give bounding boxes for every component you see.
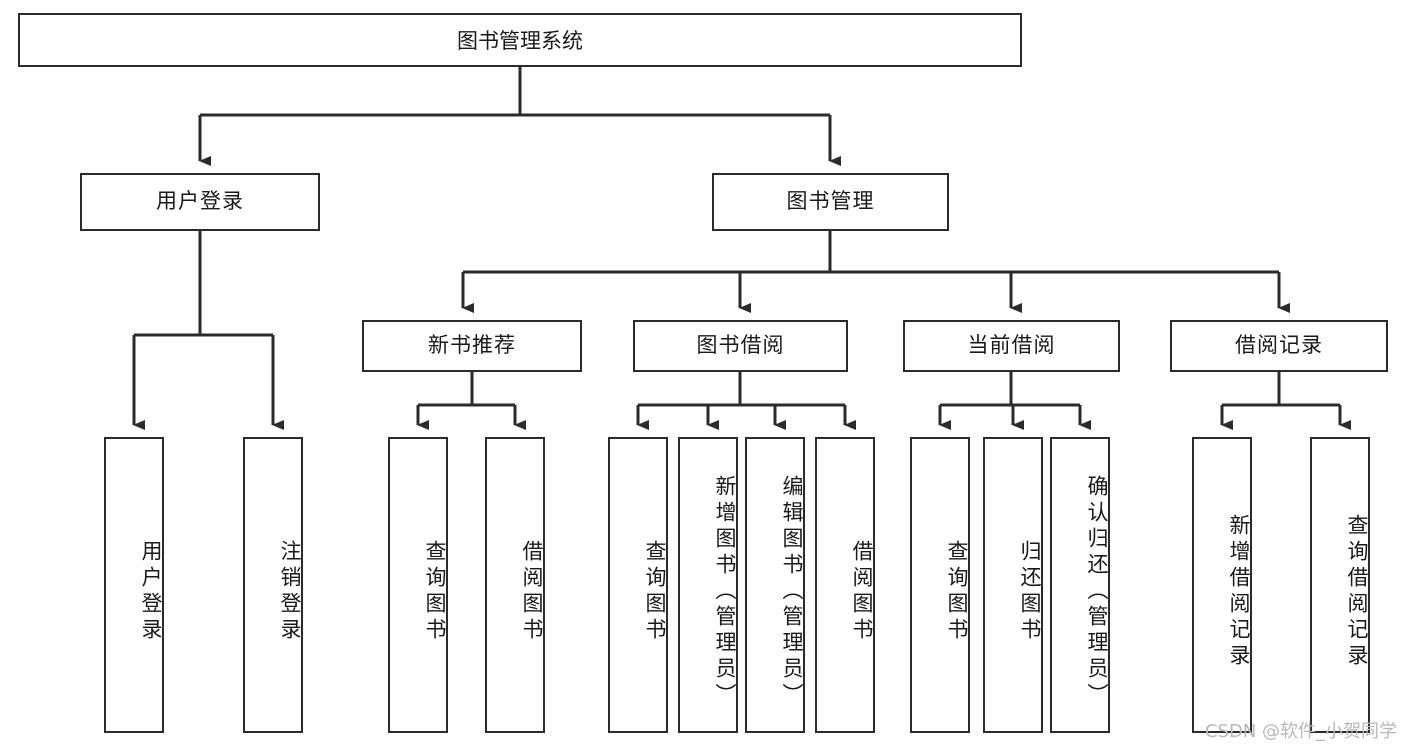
leaf-records-add-record-label: 新增借阅记录: [1227, 514, 1251, 670]
node-borrow-records[interactable]: 借阅记录: [1170, 320, 1388, 372]
leaf-borrow-lend-book[interactable]: 借阅图书: [815, 437, 875, 733]
node-book-management-label: 图书管理: [786, 189, 875, 214]
leaf-newbook-query-book[interactable]: 查询图书: [388, 437, 448, 733]
node-new-book-recommend[interactable]: 新书推荐: [362, 320, 582, 372]
leaf-borrow-add-book-admin[interactable]: 新增图书（管理员）: [678, 437, 738, 733]
node-book-borrow-label: 图书借阅: [696, 333, 785, 358]
leaf-current-query-book[interactable]: 查询图书: [910, 437, 970, 733]
node-current-borrow[interactable]: 当前借阅: [903, 320, 1120, 372]
leaf-newbook-query-book-label: 查询图书: [423, 540, 447, 644]
node-user-login[interactable]: 用户登录: [80, 173, 320, 231]
node-root[interactable]: 图书管理系统: [18, 13, 1022, 67]
leaf-user-logout-label: 注销登录: [278, 540, 302, 644]
leaf-user-logout[interactable]: 注销登录: [243, 437, 303, 733]
leaf-records-add-record[interactable]: 新增借阅记录: [1192, 437, 1252, 733]
leaf-current-confirm-return-admin[interactable]: 确认归还（管理员）: [1050, 437, 1110, 733]
node-book-borrow[interactable]: 图书借阅: [633, 320, 848, 372]
leaf-borrow-edit-book-admin[interactable]: 编辑图书（管理员）: [745, 437, 805, 733]
node-borrow-records-label: 借阅记录: [1235, 333, 1323, 358]
leaf-newbook-borrow-book[interactable]: 借阅图书: [485, 437, 545, 733]
leaf-user-login[interactable]: 用户登录: [104, 437, 164, 733]
node-book-management[interactable]: 图书管理: [712, 173, 949, 231]
leaf-current-return-book[interactable]: 归还图书: [983, 437, 1043, 733]
leaf-current-confirm-return-admin-label: 确认归还（管理员）: [1085, 475, 1109, 709]
leaf-borrow-query-book-label: 查询图书: [643, 540, 667, 644]
leaf-borrow-add-book-admin-label: 新增图书（管理员）: [713, 475, 737, 709]
node-user-login-label: 用户登录: [156, 189, 244, 214]
node-root-label: 图书管理系统: [457, 29, 583, 53]
leaf-borrow-lend-book-label: 借阅图书: [850, 540, 874, 644]
leaf-current-return-book-label: 归还图书: [1018, 540, 1042, 644]
watermark: CSDN @软件_小贺同学: [1204, 721, 1397, 742]
leaf-records-query-record[interactable]: 查询借阅记录: [1310, 437, 1370, 733]
leaf-newbook-borrow-book-label: 借阅图书: [520, 540, 544, 644]
leaf-borrow-edit-book-admin-label: 编辑图书（管理员）: [780, 475, 804, 709]
leaf-borrow-query-book[interactable]: 查询图书: [608, 437, 668, 733]
leaf-records-query-record-label: 查询借阅记录: [1345, 514, 1369, 670]
node-new-book-recommend-label: 新书推荐: [428, 333, 516, 358]
node-current-borrow-label: 当前借阅: [967, 333, 1056, 358]
leaf-current-query-book-label: 查询图书: [945, 540, 969, 644]
leaf-user-login-label: 用户登录: [139, 540, 163, 644]
